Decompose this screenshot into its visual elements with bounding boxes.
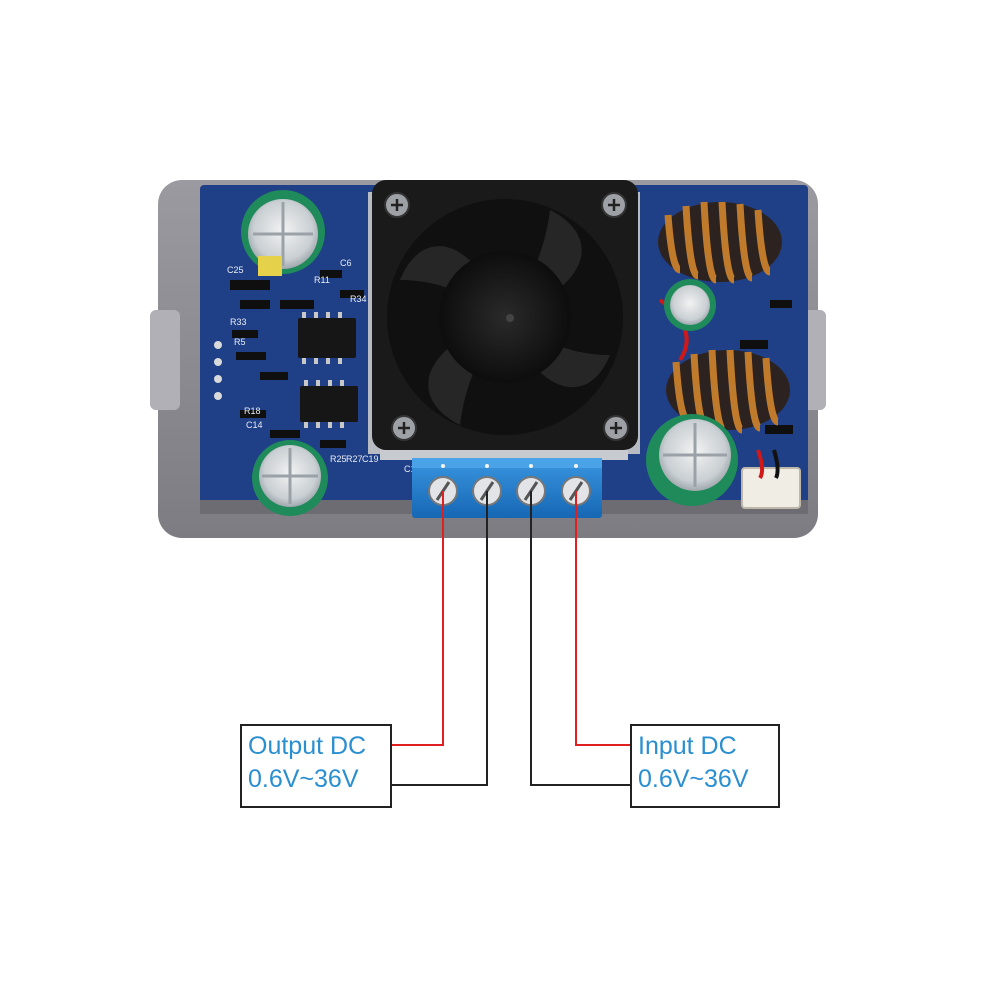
chip-icon [298, 312, 358, 428]
screw-terminal-icon [412, 458, 602, 518]
silk-c6: C6 [340, 258, 352, 268]
output-dc-range: 0.6V~36V [248, 765, 359, 793]
silkscreen-labels: C25 R11 R34 R33 R5 R18 C14 R25 R27 C19 C… [227, 258, 416, 474]
silk-r5: R5 [234, 337, 246, 347]
output-dc-label: Output DC 0.6V~36V [240, 724, 392, 808]
output-dc-title: Output DC [248, 732, 367, 760]
silk-c25: C25 [227, 265, 244, 275]
inductor-icon [658, 201, 782, 284]
input-positive-wire [575, 491, 630, 746]
silk-c14: C14 [246, 420, 263, 430]
capacitor-icon-lower-left [252, 440, 328, 516]
fan-connector [741, 449, 801, 509]
input-dc-title: Input DC [638, 732, 737, 760]
silk-r11: R11 [314, 275, 330, 285]
pin-header [214, 341, 222, 400]
fan-icon [372, 180, 638, 450]
silk-c1: C1 [404, 464, 416, 474]
smd-components [230, 270, 793, 448]
output-negative-wire [392, 491, 488, 786]
input-dc-range: 0.6V~36V [638, 765, 749, 793]
silk-r34: R34 [350, 294, 367, 304]
input-negative-wire [530, 491, 630, 786]
capacitor-icon [241, 190, 325, 276]
capacitor-icon-mid-right [664, 279, 716, 331]
output-positive-wire [392, 491, 444, 746]
silk-c19: C19 [362, 454, 379, 464]
silk-r18: R18 [244, 406, 261, 416]
silk-r25: R25 [330, 454, 347, 464]
silk-r27: R27 [346, 454, 363, 464]
capacitor-icon-lower-right [646, 414, 738, 506]
input-dc-label: Input DC 0.6V~36V [630, 724, 780, 808]
silk-r33: R33 [230, 317, 247, 327]
